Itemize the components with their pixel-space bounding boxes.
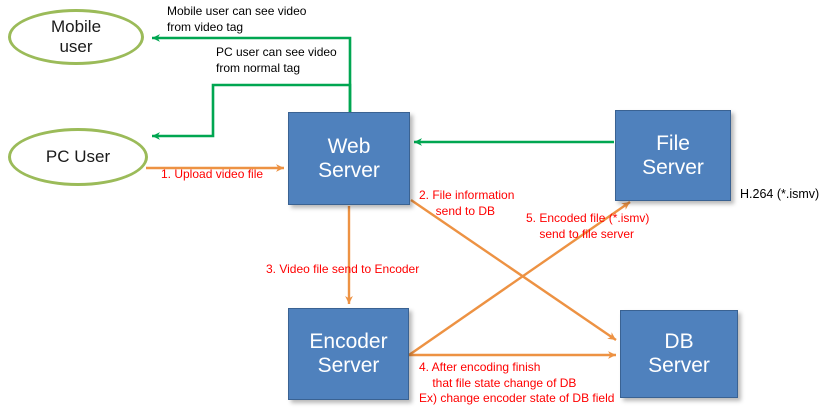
node-encoder-server[interactable]: Encoder Server — [288, 308, 409, 400]
actor-mobile-user-line2: user — [59, 37, 93, 56]
node-file-server-line2: Server — [642, 155, 704, 179]
connector-encoderserver-to-fileserver — [408, 201, 631, 356]
node-web-server[interactable]: Web Server — [288, 112, 410, 205]
actor-pc-user[interactable]: PC User — [8, 128, 148, 186]
node-file-server[interactable]: File Server — [615, 110, 731, 201]
label-codec-note: H.264 (*.ismv) — [740, 187, 820, 201]
label-step2: 2. File information send to DB — [419, 188, 515, 218]
node-db-server[interactable]: DB Server — [620, 310, 738, 398]
label-pc-view: PC user can see video from normal tag — [216, 45, 337, 75]
node-db-server-line1: DB — [664, 330, 694, 354]
node-encoder-server-line1: Encoder — [309, 330, 388, 354]
label-mobile-view: Mobile user can see video from video tag — [167, 4, 307, 34]
label-step1: 1. Upload video file — [161, 167, 264, 181]
label-step5: 5. Encoded file (*.ismv) send to file se… — [526, 211, 650, 241]
node-web-server-line2: Server — [318, 158, 380, 182]
node-web-server-line1: Web — [327, 134, 371, 158]
actor-mobile-user-line1: Mobile — [50, 17, 102, 37]
actor-pc-user-line1: PC User — [45, 147, 111, 167]
node-db-server-line2: Server — [648, 354, 710, 377]
label-step4: 4. After encoding finish that file state… — [419, 360, 615, 406]
node-file-server-line1: File — [656, 131, 690, 155]
label-step3: 3. Video file send to Encoder — [266, 262, 420, 276]
connector-webserver-to-pc-user — [152, 83, 352, 140]
node-encoder-server-line2: Server — [317, 354, 380, 377]
connector-webserver-to-dbserver — [410, 199, 617, 341]
actor-mobile-user[interactable]: Mobile user — [8, 9, 144, 65]
